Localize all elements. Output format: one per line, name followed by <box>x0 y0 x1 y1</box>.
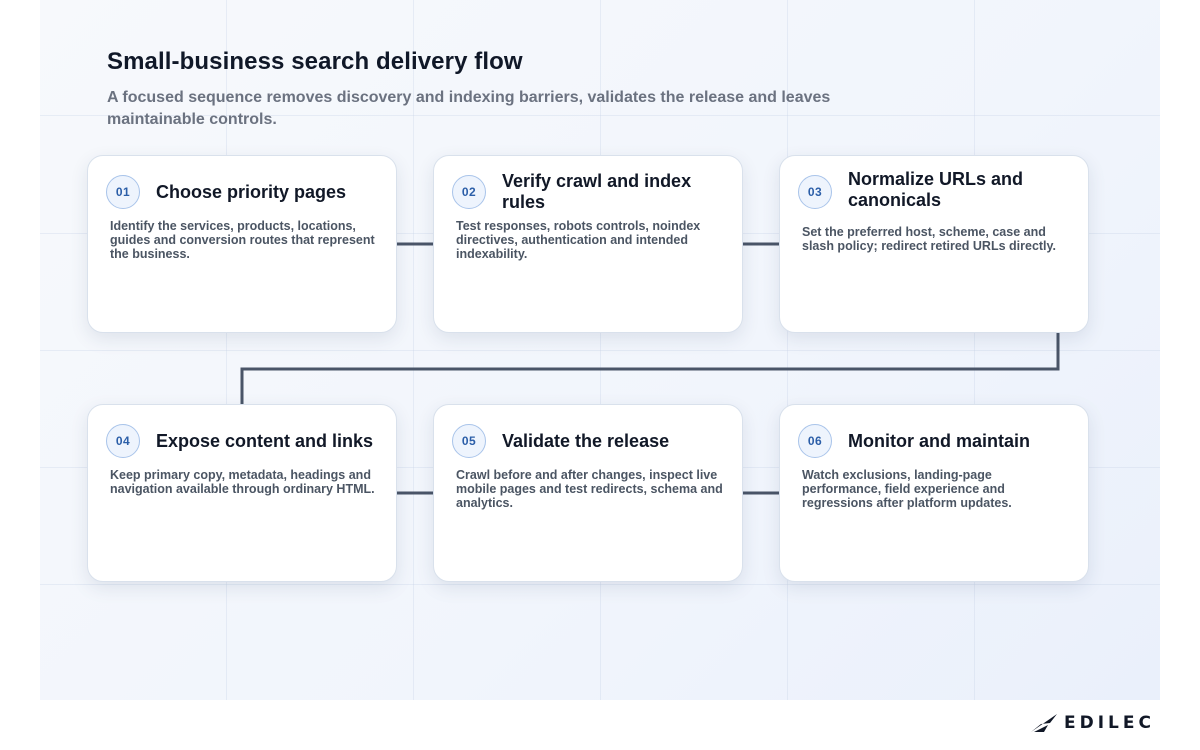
step-description: Set the preferred host, scheme, case and… <box>802 225 1057 253</box>
step-number-badge: 05 <box>452 424 486 458</box>
step-title: Monitor and maintain <box>848 430 1030 451</box>
step-title: Choose priority pages <box>156 181 347 202</box>
step-card-05: 05 Validate the release Crawl before and… <box>433 404 743 582</box>
step-title: Validate the release <box>502 430 670 451</box>
grid-line <box>974 0 975 700</box>
edilec-logo-icon <box>1031 714 1057 732</box>
step-number-badge: 04 <box>106 424 140 458</box>
step-card-01: 01 Choose priority pages Identify the se… <box>87 155 397 333</box>
step-card-02: 02 Verify crawl and index rules Test res… <box>433 155 743 333</box>
step-description: Keep primary copy, metadata, headings an… <box>110 468 375 496</box>
step-title: Normalize URLs and canonicals <box>848 169 1024 210</box>
step-title: Expose content and links <box>156 430 374 451</box>
step-description: Crawl before and after changes, inspect … <box>456 468 723 510</box>
grid-line <box>40 350 1160 351</box>
step-description: Identify the services, products, locatio… <box>110 219 375 261</box>
connector-03-04 <box>240 333 1060 405</box>
grid-line <box>413 0 414 700</box>
grid-line <box>226 0 227 700</box>
step-card-03: 03 Normalize URLs and canonicals Set the… <box>779 155 1089 333</box>
page-title: Small-business search delivery flow <box>107 48 523 75</box>
grid-line <box>40 584 1160 585</box>
diagram-canvas <box>40 0 1160 700</box>
page-subtitle: A focused sequence removes discovery and… <box>107 89 831 128</box>
step-description: Test responses, robots controls, noindex… <box>456 219 701 261</box>
step-number-badge: 06 <box>798 424 832 458</box>
grid-line <box>600 0 601 700</box>
brand-wordmark: EDILEC <box>1064 713 1155 733</box>
step-card-06: 06 Monitor and maintain Watch exclusions… <box>779 404 1089 582</box>
step-number-badge: 02 <box>452 175 486 209</box>
step-title: Verify crawl and index rules <box>502 171 692 212</box>
step-description: Watch exclusions, landing-page performan… <box>802 468 1012 510</box>
step-number-badge: 01 <box>106 175 140 209</box>
step-card-04: 04 Expose content and links Keep primary… <box>87 404 397 582</box>
grid-line <box>787 0 788 700</box>
step-number-badge: 03 <box>798 175 832 209</box>
grid-line <box>40 115 1160 116</box>
brand-logo: EDILEC <box>1030 711 1155 735</box>
